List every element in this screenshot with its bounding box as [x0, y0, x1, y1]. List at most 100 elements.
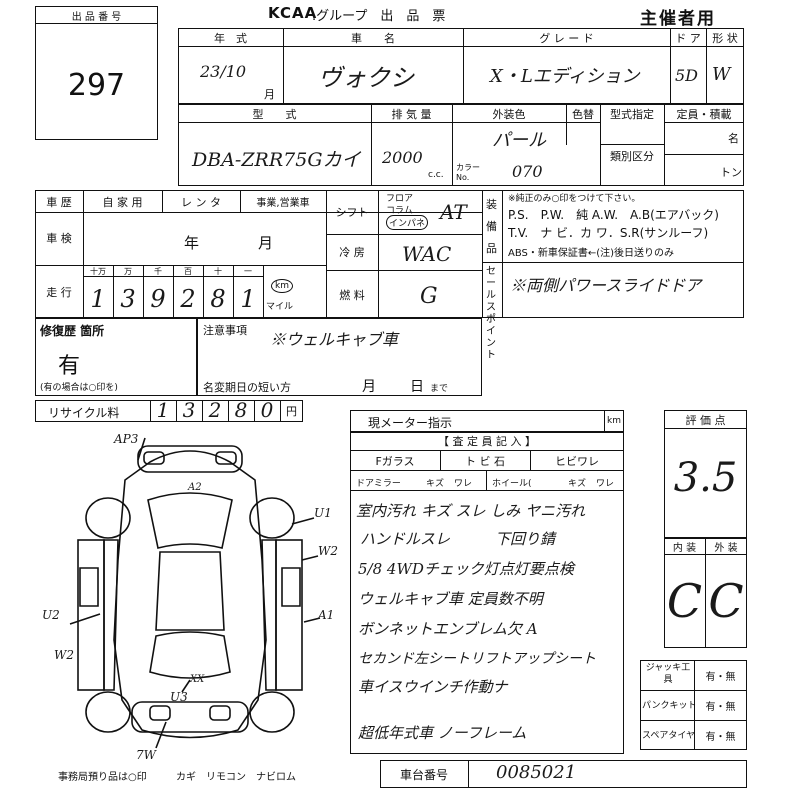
grade-label: グ レ ー ド	[539, 31, 594, 45]
inspector-comment: 5/8 4WDチェック灯点灯要点検	[358, 560, 574, 578]
recycle-box	[35, 400, 303, 422]
usage-private: 自 家 用	[102, 195, 143, 209]
sales-point-value: ※両側パワースライドドア	[510, 276, 702, 295]
crack-label: ヒビワレ	[555, 454, 599, 468]
recycle-label: リサイクル料	[48, 406, 120, 420]
chassis-box	[380, 760, 747, 788]
repair-box	[35, 318, 197, 396]
equipment-row-2: T.V. ナ ビ．カ ワ．S.R(サンルーフ)	[508, 226, 709, 240]
spare-label: スペアタイヤ	[642, 731, 696, 741]
damage-mark: U2	[42, 608, 60, 622]
shift-value: AT	[440, 200, 467, 224]
year-month-unit: 月	[264, 88, 275, 101]
repair-note: (有の場合は○印を)	[40, 383, 118, 393]
inspection-year-unit: 年	[184, 234, 200, 252]
windshield-label: Fガラス	[375, 454, 415, 468]
shift-option-column: コラム	[386, 206, 413, 216]
capacity-label: 定員・積載	[676, 107, 732, 121]
wheel-scratch: キズ	[568, 479, 587, 489]
mile-unit: マイル	[266, 302, 294, 312]
doors-value: 5D	[675, 66, 699, 85]
chassis-value: 0085021	[496, 762, 577, 783]
car-name-value: ヴォクシ	[318, 64, 414, 92]
digit-header: 十	[214, 266, 222, 276]
shape-label: 形 状	[712, 31, 738, 45]
score-value: 3.5	[673, 455, 738, 501]
damage-mark: 7W	[136, 748, 156, 762]
wheel-broken: ワレ	[596, 479, 615, 489]
digit-header: 万	[124, 266, 132, 276]
damage-mark: W2	[318, 544, 338, 558]
wheel-label: ホイール(	[492, 479, 532, 489]
inspection-label: 車 検	[46, 231, 72, 245]
notes-box	[197, 318, 482, 396]
score-box	[664, 410, 747, 538]
grade-value: X・Lエディション	[490, 66, 640, 87]
form-title: .グループ 出 品 票	[312, 9, 446, 24]
digit-header: 千	[154, 266, 162, 276]
inspector-box	[350, 432, 624, 754]
inspector-comment: 超低年式車 ノーフレーム	[358, 724, 527, 742]
damage-mark: U3	[170, 690, 188, 704]
recycle-digit: 8	[234, 398, 248, 422]
mileage-digit: 3	[120, 285, 136, 313]
office-note: 事務局預り品は○印	[58, 772, 147, 783]
chassis-label: 車台番号	[399, 767, 448, 782]
classification-label: 類別区分	[610, 149, 654, 163]
fuel-label: 燃 料	[339, 288, 365, 302]
damage-mark: A2	[188, 482, 202, 493]
chip-label: ト ビ 石	[465, 454, 505, 468]
extras-box	[640, 660, 747, 750]
mileage-digit: 8	[210, 285, 226, 313]
meter-unit: km	[607, 416, 621, 426]
color-label: 外装色	[492, 107, 526, 121]
damage-mark: A1	[318, 608, 335, 622]
name-change-month: 月	[362, 379, 376, 395]
interior-label: 内 装	[672, 543, 697, 554]
year-value: 23/10	[200, 62, 247, 81]
cooling-value: WAC	[402, 242, 452, 266]
model-value: DBA-ZRR75Gカイ	[192, 149, 361, 171]
name-change-label: 名変期日の短い方	[203, 381, 291, 394]
inspector-comment: ボンネットエンブレム欠 A	[358, 620, 538, 638]
model-designation-label: 型式指定	[610, 107, 654, 121]
recycle-digit: 0	[260, 398, 274, 422]
shape-value: W	[712, 64, 731, 85]
color-no-value: 070	[512, 162, 543, 181]
name-change-until: まで	[430, 384, 449, 394]
year-label: 年 式	[214, 31, 247, 45]
office-items: カギ リモコン ナビロム	[176, 772, 296, 783]
lot-number-box	[35, 6, 158, 140]
digit-header: 一	[244, 266, 252, 276]
color-value: パール	[492, 130, 546, 151]
brand-logo: KCAA	[268, 4, 318, 22]
inspector-comment: 室内汚れ キズ スレ しみ ヤニ汚れ	[356, 502, 586, 520]
sales-point-label: セールスポイント	[486, 266, 496, 361]
model-label: 型 式	[252, 107, 297, 121]
mirror-label: ドアミラー	[356, 479, 401, 489]
damage-mark: U1	[314, 506, 332, 520]
meter-box	[350, 410, 624, 432]
damage-mark: AP3	[114, 432, 139, 446]
cc-unit: c.c.	[428, 170, 444, 180]
inspector-comment: セカンド左シートリフトアップシート	[358, 651, 596, 667]
capacity-ton-unit: トン	[720, 166, 742, 179]
mileage-digit: 1	[90, 285, 106, 313]
usage-business: 事業,営業車	[256, 198, 310, 209]
equipment-row-3: ABS・新車保証書←(注)後日送りのみ	[508, 248, 675, 259]
digit-header: 百	[184, 266, 192, 276]
color-change-label: 色替	[572, 107, 594, 121]
vehicle-table	[178, 28, 744, 186]
mirror-broken: ワレ	[454, 479, 473, 489]
damage-mark: W2	[54, 648, 74, 662]
recycle-digit: 3	[182, 398, 196, 422]
inspector-comment: ウェルキャブ車 定員数不明	[358, 590, 543, 608]
mileage-label: 走 行	[46, 285, 72, 299]
jack-label: ジャッキ工具	[645, 663, 691, 685]
inspector-comment: ハンドルスレ 下回り錆	[360, 530, 556, 548]
mirror-scratch: キズ	[426, 479, 445, 489]
fuel-value: G	[420, 284, 438, 309]
inspection-month-unit: 月	[258, 234, 274, 252]
equipment-label: 装備品	[486, 198, 497, 255]
inspector-comment: 車イスウインチ作動ナ	[358, 678, 508, 696]
